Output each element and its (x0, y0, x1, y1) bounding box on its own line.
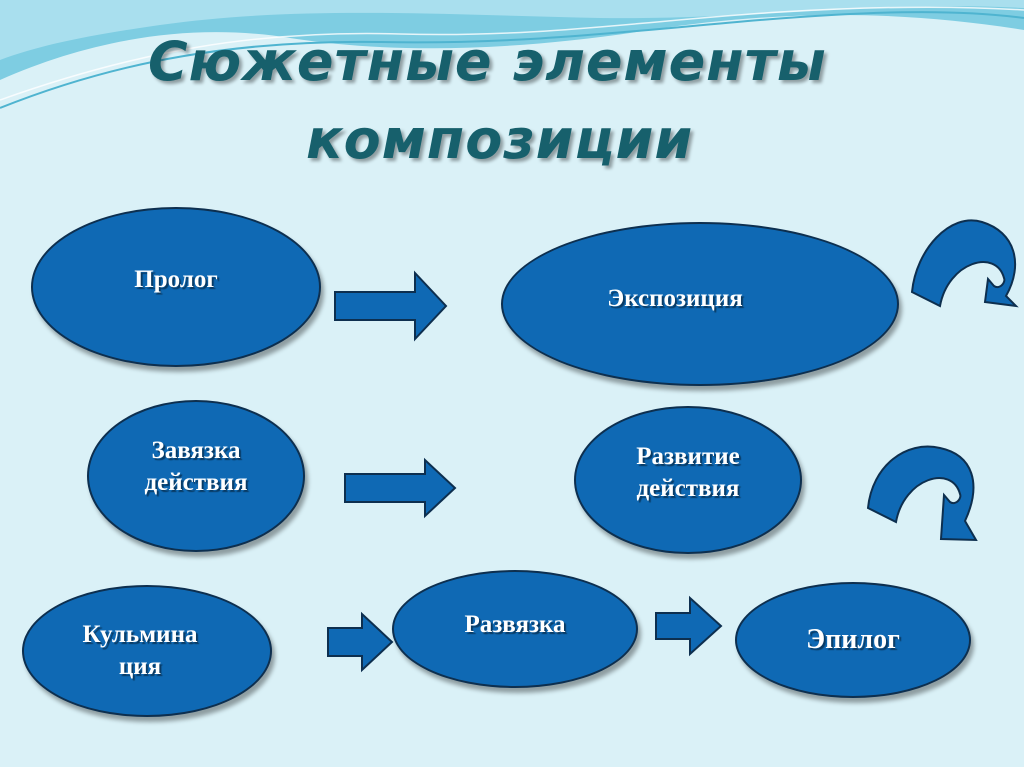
title-line-2: композиции (306, 108, 694, 171)
node-development-label: Развитие действия (636, 442, 740, 503)
node-development: Развитие действия (574, 406, 802, 554)
arrow-right-icon (344, 457, 457, 519)
node-resolution: Развязка (392, 570, 638, 688)
node-prologue: Пролог (31, 207, 321, 367)
node-setup-label: Завязка действия (144, 436, 248, 497)
node-prologue-label: Пролог (134, 265, 218, 293)
node-exposition-label: Экспозиция (607, 284, 743, 312)
u-turn-arrow-icon (866, 445, 978, 542)
wave-line (0, 11, 1024, 109)
node-climax-label: Кульмина ция (82, 620, 198, 681)
arrow-right-icon (327, 611, 394, 673)
node-exposition: Экспозиция (501, 222, 899, 386)
title-line-1: Сюжетные элементы (148, 30, 827, 93)
wave-line (0, 6, 1024, 101)
node-resolution-label: Развязка (464, 610, 566, 638)
arrow-right-icon (655, 595, 723, 657)
u-turn-arrow-icon (910, 219, 1019, 308)
node-epilogue-label: Эпилог (806, 623, 900, 655)
node-epilogue: Эпилог (735, 582, 971, 698)
wave-band-light (0, 0, 1024, 60)
arrow-right-icon (334, 270, 448, 342)
node-setup: Завязка действия (87, 400, 305, 552)
node-climax: Кульмина ция (22, 585, 272, 717)
